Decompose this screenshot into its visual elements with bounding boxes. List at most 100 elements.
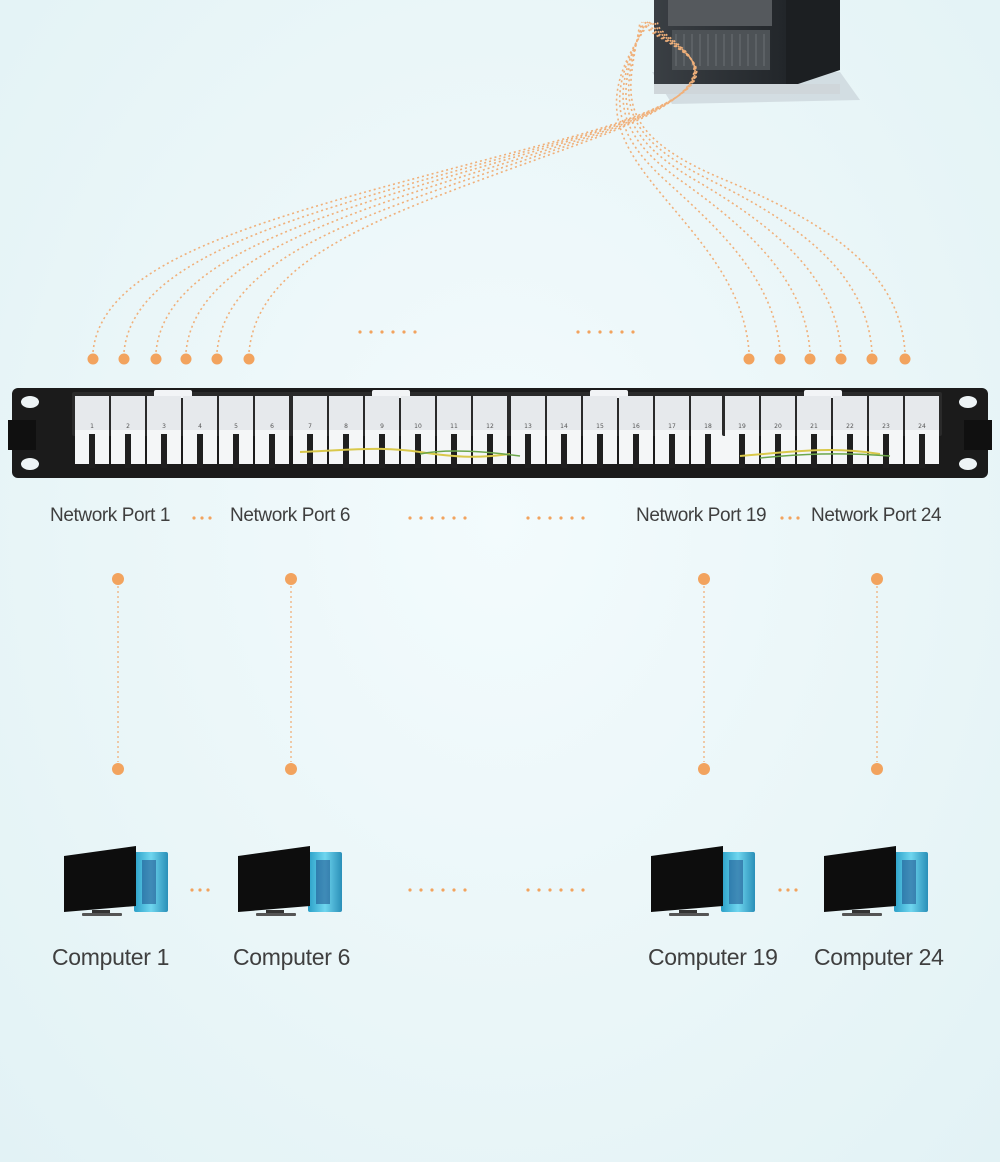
- cable-line: [155, 21, 697, 353]
- separator-dot: [463, 516, 467, 520]
- separator-dot: [190, 888, 194, 892]
- port-number: 19: [738, 423, 746, 430]
- jack-latch: [89, 434, 95, 468]
- cable-line: [185, 21, 696, 353]
- separator-dot: [452, 888, 456, 892]
- computer-label-1: Computer 1: [52, 944, 170, 970]
- separator-dot: [581, 516, 585, 520]
- connection-dot: [774, 353, 786, 365]
- separator-dot: [200, 516, 204, 520]
- keystone-jack: [365, 396, 399, 432]
- separator-dots: [192, 516, 800, 520]
- keystone-jack: [547, 396, 581, 432]
- port-number: 22: [846, 423, 854, 430]
- connection-dot: [804, 353, 816, 365]
- jack-latch: [125, 434, 131, 468]
- connection-dot: [118, 353, 130, 365]
- separator-dot: [208, 516, 212, 520]
- connection-dot: [180, 353, 192, 365]
- port-number: 16: [632, 423, 640, 430]
- computer-icon: [651, 846, 755, 916]
- port-number: 1: [90, 423, 94, 430]
- keystone-jack: [293, 396, 327, 432]
- tower-panel: [316, 860, 330, 904]
- connection-dot: [899, 353, 911, 365]
- separator-dot: [526, 888, 530, 892]
- port-number: 5: [234, 423, 238, 430]
- separator-dot: [581, 888, 585, 892]
- keystone-jack: [725, 396, 759, 432]
- separator-dot: [559, 516, 563, 520]
- separator-dot: [452, 516, 456, 520]
- keystone-jack: [905, 396, 939, 432]
- jack-latch: [883, 434, 889, 468]
- computer-label-19: Computer 19: [648, 944, 778, 970]
- separator-dot: [537, 516, 541, 520]
- port-number: 11: [450, 423, 458, 430]
- separator-dot: [794, 888, 798, 892]
- port-label-24: Network Port 24: [811, 505, 942, 526]
- connection-dot: [150, 353, 162, 365]
- port-number: 9: [380, 423, 384, 430]
- link-top-dot: [698, 573, 710, 585]
- connection-dot: [743, 353, 755, 365]
- separator-dot: [570, 888, 574, 892]
- separator-dot: [463, 888, 467, 892]
- separator-dot: [598, 330, 602, 334]
- keystone-jack: [691, 396, 725, 432]
- jack-latch: [269, 434, 275, 468]
- separator-dot: [631, 330, 635, 334]
- computer-icon: [64, 846, 168, 916]
- port-number: 3: [162, 423, 166, 430]
- keystone-jack: [473, 396, 507, 432]
- computer-monitor: [651, 846, 723, 912]
- computer-label-6: Computer 6: [233, 944, 351, 970]
- tower-panel: [729, 860, 743, 904]
- keystone-jack: [797, 396, 831, 432]
- jack-latch: [561, 434, 567, 468]
- jack-latch: [379, 434, 385, 468]
- port-number: 8: [344, 423, 348, 430]
- jack-latch: [233, 434, 239, 468]
- port-label-6: Network Port 6: [230, 505, 351, 526]
- port-number: 13: [524, 423, 532, 430]
- separator-dot: [369, 330, 373, 334]
- jack-latch: [919, 434, 925, 468]
- computers-row: [64, 846, 928, 916]
- port-label-19: Network Port 19: [636, 505, 767, 526]
- separator-dot: [408, 888, 412, 892]
- keystone-jack: [329, 396, 363, 432]
- separator-dot: [609, 330, 613, 334]
- separator-dot: [391, 330, 395, 334]
- connection-dot: [866, 353, 878, 365]
- separator-dot: [780, 516, 784, 520]
- separator-dot: [358, 330, 362, 334]
- link-top-dot: [871, 573, 883, 585]
- link-bottom-dot: [871, 763, 883, 775]
- cable-line: [630, 21, 906, 353]
- keystone-jack: [619, 396, 653, 432]
- cable-line: [248, 21, 695, 353]
- jack-latch: [525, 434, 531, 468]
- cable-line: [625, 21, 842, 353]
- separator-dot: [430, 516, 434, 520]
- cable-line: [92, 21, 698, 353]
- separator-dot: [548, 516, 552, 520]
- server-cable-bundle: [92, 21, 906, 353]
- port-label-1: Network Port 1: [50, 505, 171, 526]
- jack-latch: [633, 434, 639, 468]
- cable-line: [615, 21, 750, 353]
- jack-latch: [197, 434, 203, 468]
- port-number: 20: [774, 423, 782, 430]
- port-number: 23: [882, 423, 890, 430]
- monitor-stand: [852, 910, 870, 913]
- separator-dot: [408, 516, 412, 520]
- jack-latch: [487, 434, 493, 468]
- separator-dot: [778, 888, 782, 892]
- keystone-jack: [111, 396, 145, 432]
- port-number: 18: [704, 423, 712, 430]
- separator-dot: [786, 888, 790, 892]
- keystone-jack: [75, 396, 109, 432]
